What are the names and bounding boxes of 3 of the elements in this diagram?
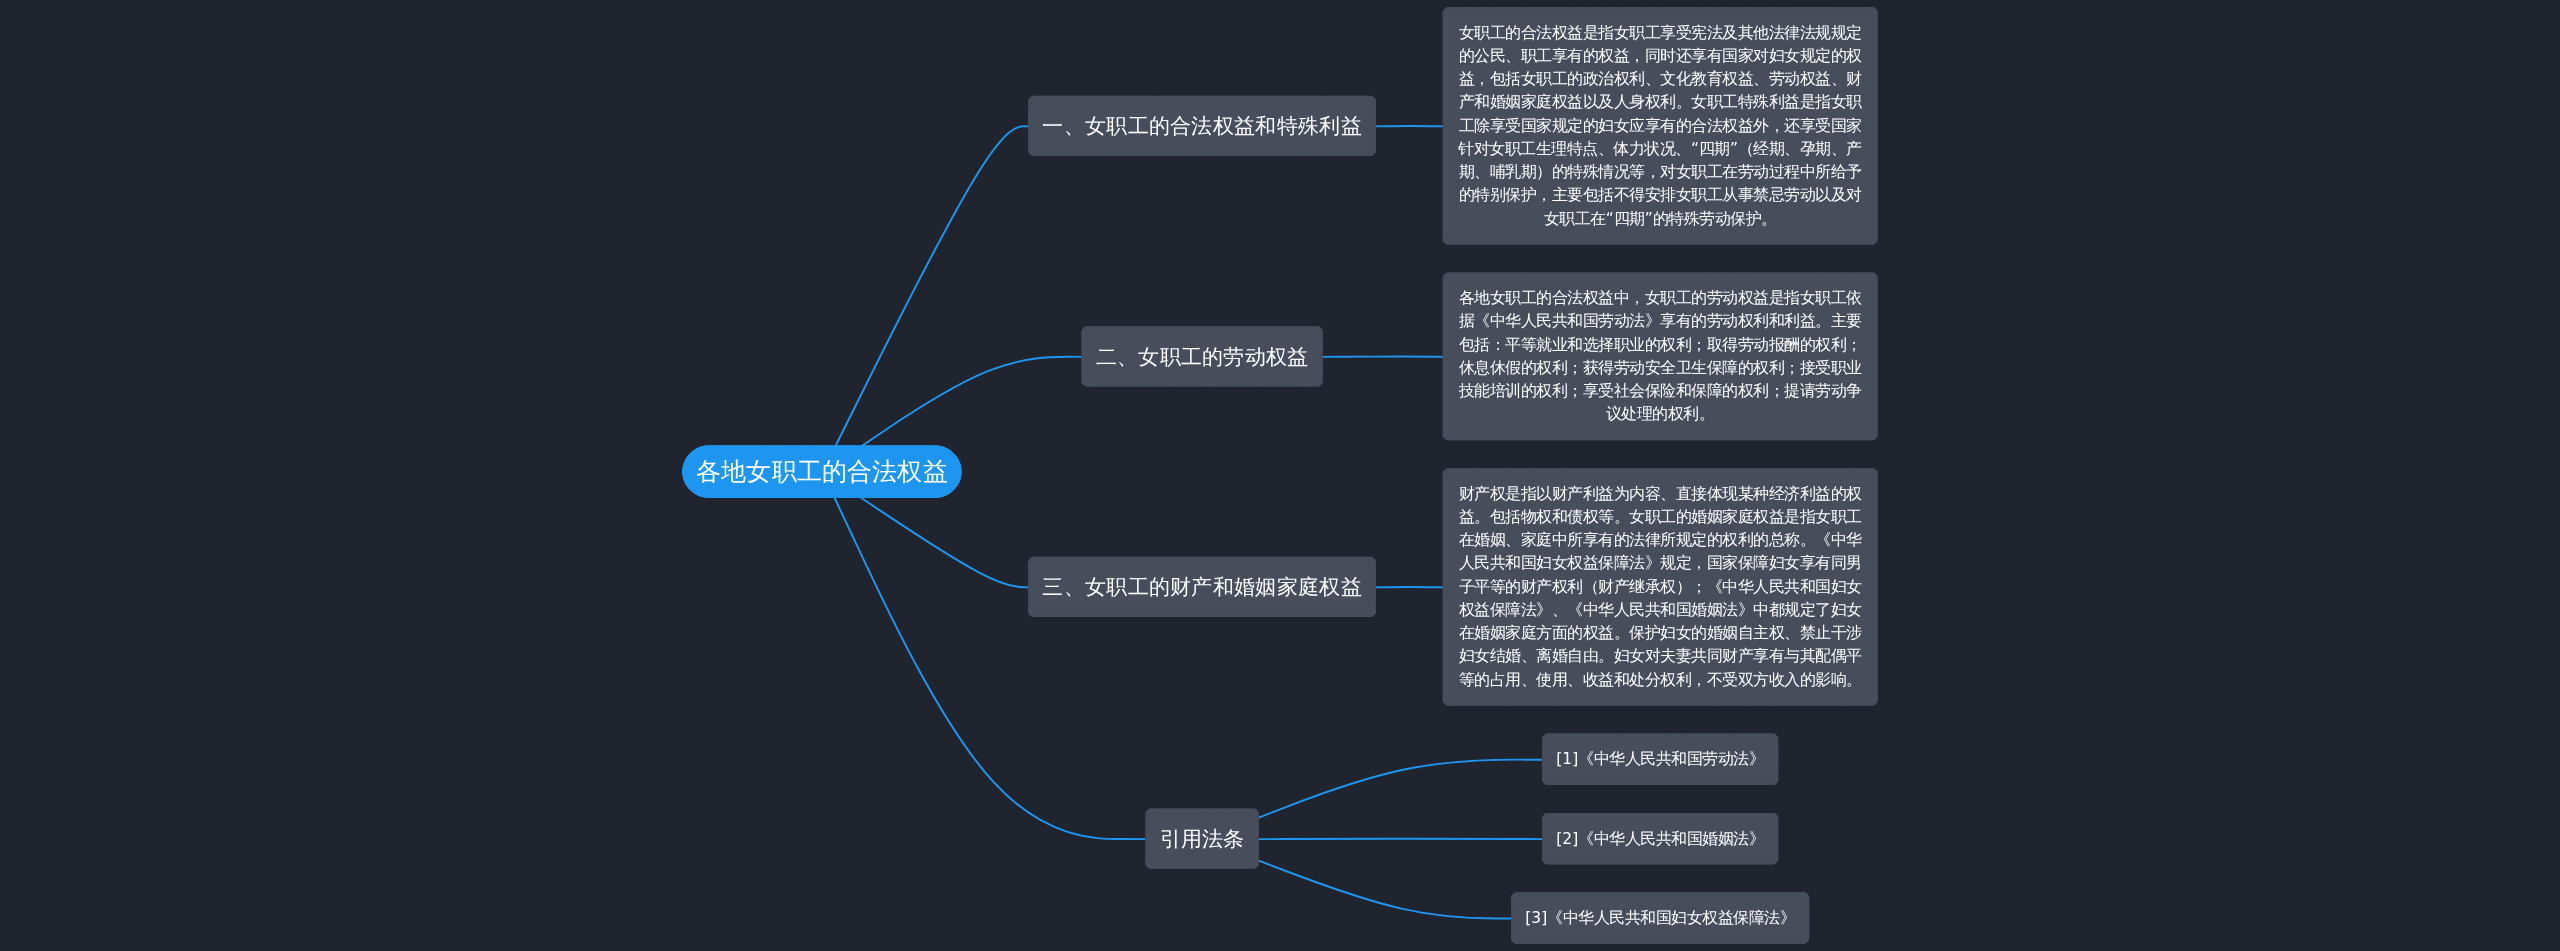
connector xyxy=(1375,125,1445,128)
connector xyxy=(1375,586,1445,589)
connector xyxy=(1321,355,1445,358)
